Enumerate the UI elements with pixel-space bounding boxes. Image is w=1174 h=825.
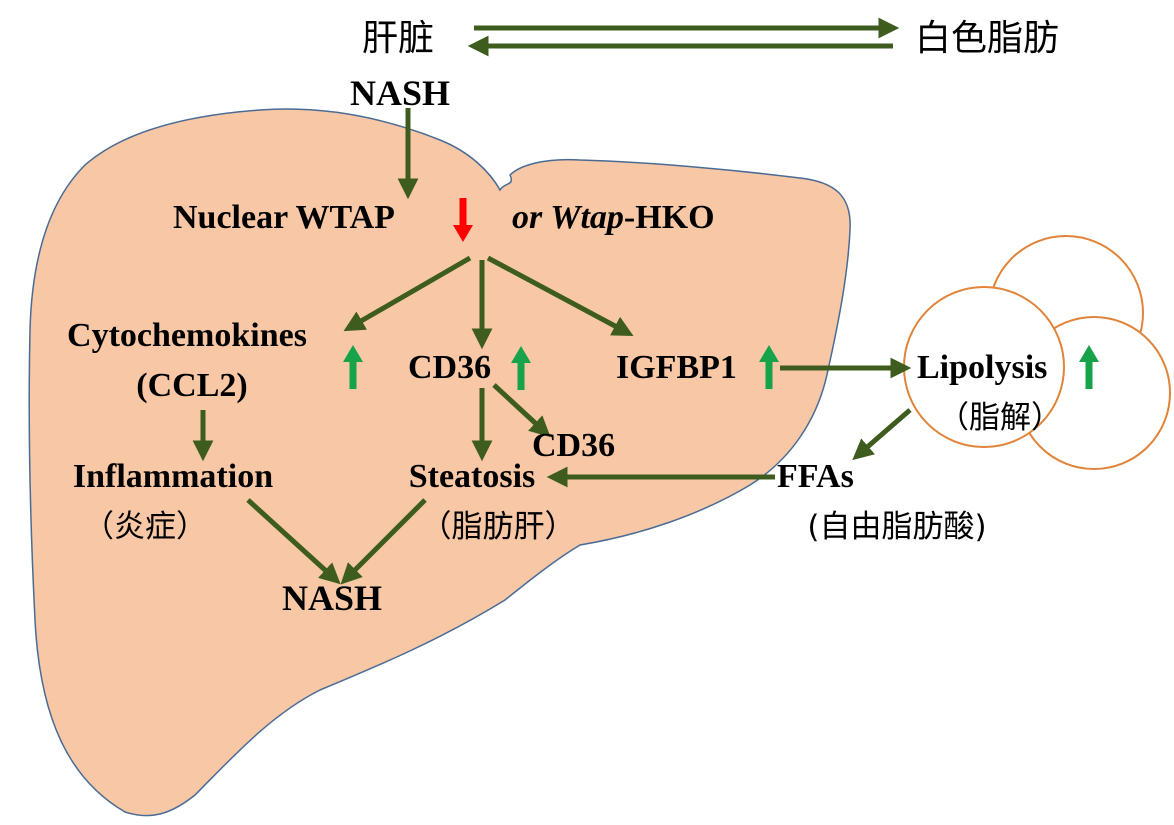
arrow-wtap-to-igfbp1 [486, 255, 634, 336]
arrow-wtap-to-cytochemokines [343, 255, 472, 332]
igfbp1-up-arrow [759, 345, 779, 389]
white-fat-label: 白色脂肪 [915, 18, 1059, 59]
top-nash-label: NASH [350, 73, 450, 113]
wtap-down-arrow [453, 198, 473, 242]
arrow-lipolysis-to-ffas [852, 408, 912, 461]
cd36-up-arrow [511, 346, 531, 390]
arrow-inflammation-to-nash [246, 498, 341, 585]
hko-text: -HKO [624, 199, 715, 236]
ffas-label: FFAs [777, 458, 854, 495]
ffas-cn-label: (自由脂肪酸) [807, 509, 986, 545]
liver-shape [28, 108, 851, 817]
cd36-second-label: CD36 [532, 427, 615, 464]
arrow-cd36-to-cd36 [492, 383, 551, 438]
lipolysis-label: Lipolysis [917, 349, 1047, 386]
cytochemokines-up-arrow [343, 345, 363, 389]
wtap-italic-text: Wtap [550, 199, 624, 236]
steatosis-label: Steatosis [409, 458, 536, 495]
or-text: or [512, 199, 543, 236]
lipolysis-cn-label: （脂解） [938, 400, 1062, 436]
nuclear-wtap-label: Nuclear WTAP [173, 199, 395, 236]
inflammation-label: Inflammation [73, 458, 273, 495]
inflammation-cn-label: （炎症） [83, 509, 207, 545]
igfbp1-label: IGFBP1 [616, 349, 737, 386]
arrow-steatosis-to-nash [340, 498, 427, 585]
ccl2-label: (CCL2) [136, 367, 247, 404]
liver-fat-exchange-arrows [467, 17, 900, 57]
steatosis-cn-label: （脂肪肝） [421, 509, 576, 545]
liver-label: 肝脏 [362, 18, 434, 59]
cd36-label: CD36 [408, 349, 491, 386]
marker-layer [343, 198, 1099, 390]
cytochemokines-label: Cytochemokines [67, 317, 307, 354]
lipolysis-up-arrow [1079, 345, 1099, 389]
bottom-nash-label: NASH [282, 578, 382, 618]
